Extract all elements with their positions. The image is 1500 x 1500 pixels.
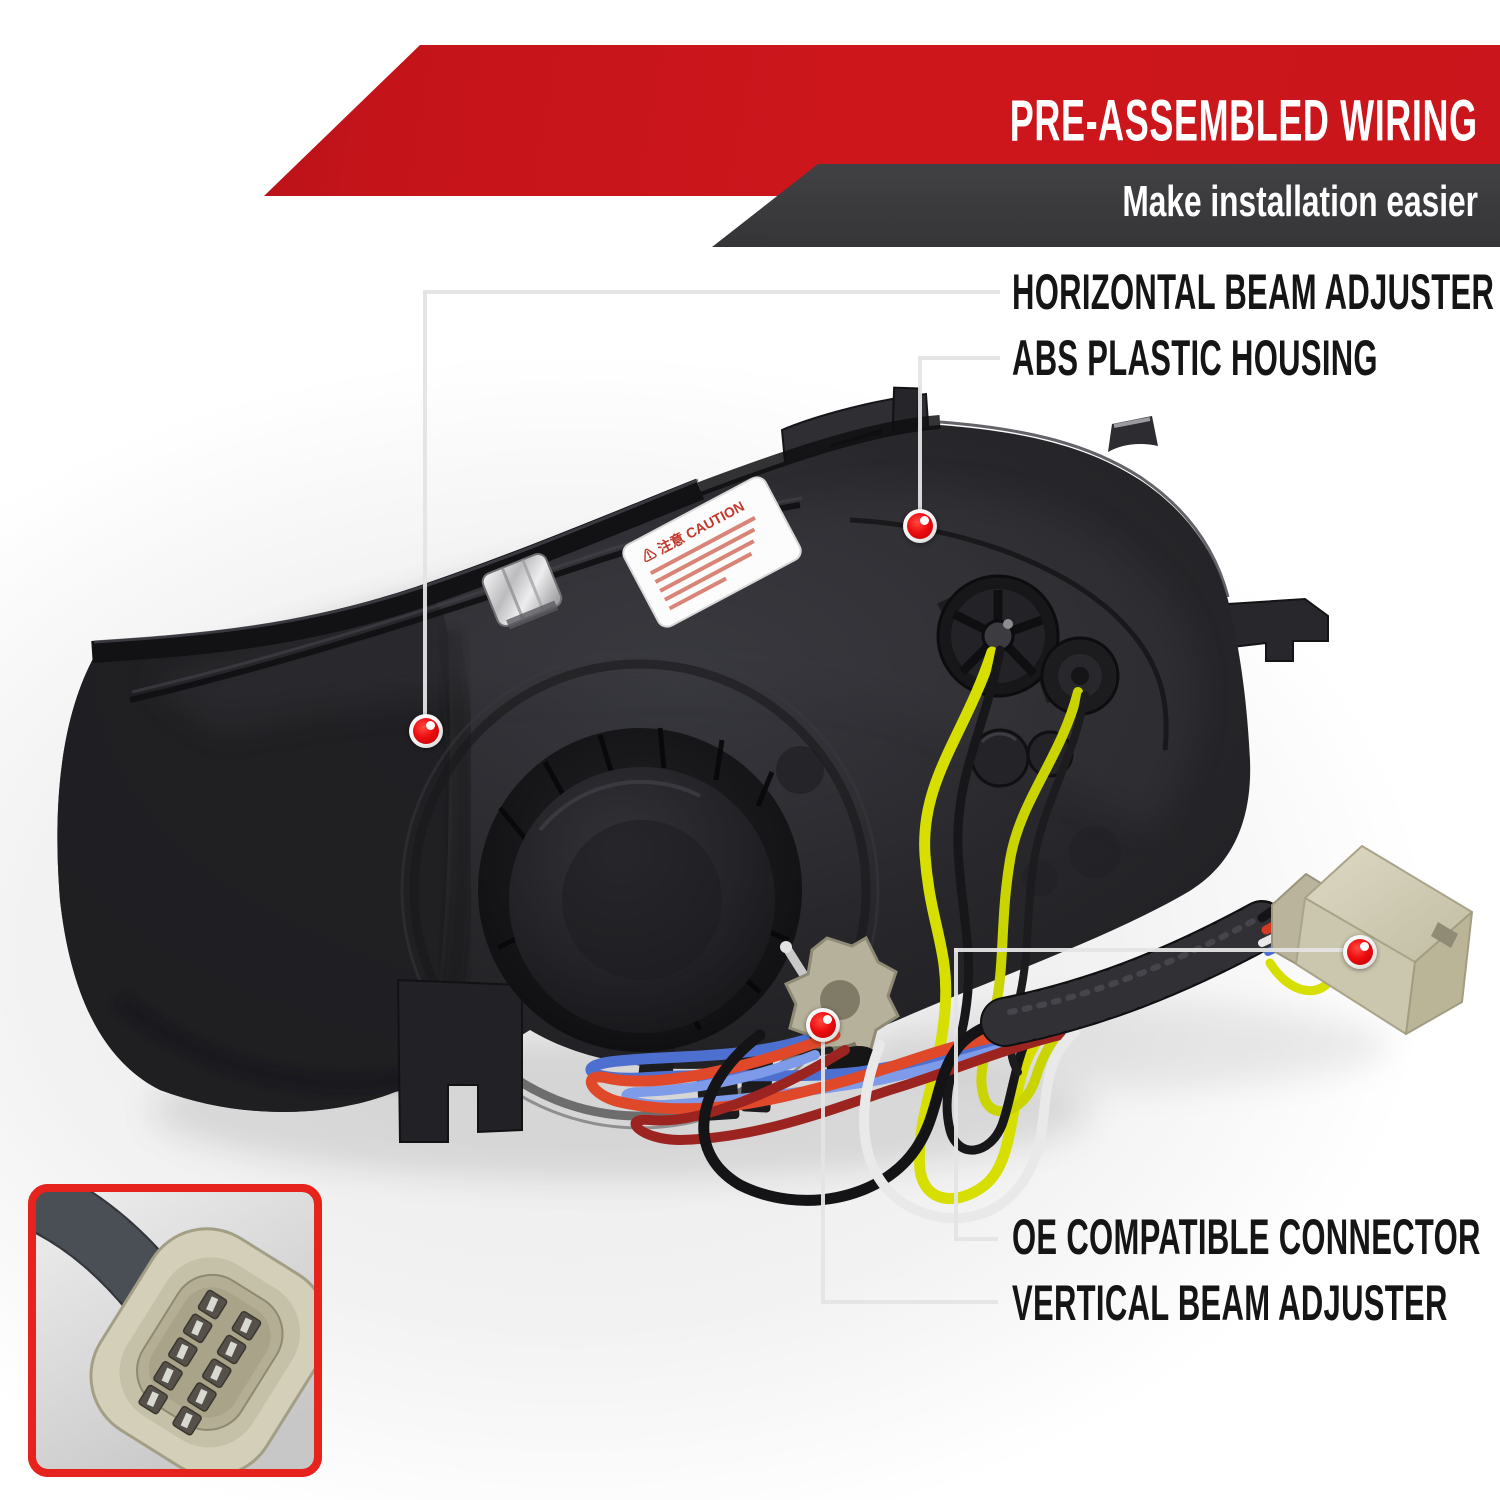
callout-label-text: ABS PLASTIC HOUSING [1012,330,1378,386]
callout-label-vertical-beam-adjuster: VERTICAL BEAM ADJUSTER [1012,1278,1500,1328]
callout-line [918,356,1000,360]
top-edge-clip [1108,416,1158,452]
marker-glint [823,1015,832,1024]
inset-pins [138,1289,262,1436]
callout-label-horizontal-beam-adjuster: HORIZONTAL BEAM ADJUSTER [1012,267,1500,317]
callout-line [821,1028,825,1304]
callout-line [821,1300,998,1304]
callout-line [954,948,958,1241]
callout-line [918,356,922,511]
wire-harness [585,645,1089,1224]
subtitle-ribbon: Make installation easier [712,164,1500,247]
callout-label-text: VERTICAL BEAM ADJUSTER [1012,1275,1448,1331]
side-mounting-tab [1226,597,1329,662]
callout-line [423,290,427,716]
marker-horizontal-beam-adjuster [409,714,443,748]
marker-vertical-beam-adjuster [806,1008,840,1042]
callout-label-oe-compatible-connector: OE COMPATIBLE CONNECTOR [1012,1212,1500,1262]
marker-oe-compatible-connector [1343,935,1377,969]
foot-bracket [396,978,523,1143]
callout-line [423,290,1000,294]
housing-gasket [91,415,941,663]
connector-inset-photo [28,1184,322,1477]
dust-cap [478,727,802,1052]
turn-signal-socket [936,574,1066,704]
caution-label: ⚠ 注意 CAUTION [622,476,802,628]
corrugated-tube [980,900,1287,1047]
marker-glint [426,721,435,730]
page-title: PRE-ASSEMBLED WIRING [1010,88,1478,153]
oe-connector [1271,845,1473,1035]
callout-line [954,1237,998,1241]
callout-label-text: OE COMPATIBLE CONNECTOR [1012,1209,1481,1265]
marker-glint [920,516,929,525]
page-subtitle: Make installation easier [1122,176,1478,226]
callout-label-text: HORIZONTAL BEAM ADJUSTER [1012,264,1495,320]
callout-line [954,948,1360,952]
chrome-retaining-clip [481,553,563,630]
callout-label-abs-plastic-housing: ABS PLASTIC HOUSING [1012,333,1500,383]
inset-connector [89,1227,315,1470]
marker-abs-plastic-housing [903,509,937,543]
marker-glint [1360,942,1369,951]
small-bulb-socket [1040,636,1120,716]
